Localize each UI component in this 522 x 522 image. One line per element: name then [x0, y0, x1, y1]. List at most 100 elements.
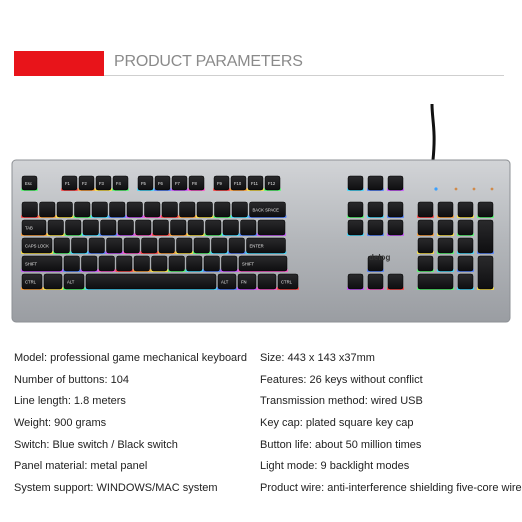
keyboard-key [43, 273, 63, 290]
svg-text:F4: F4 [116, 181, 122, 186]
svg-text:FN: FN [241, 280, 247, 285]
keyboard-key: F7 [171, 175, 188, 191]
keyboard-key [82, 219, 100, 236]
keyboard-key [152, 219, 170, 236]
svg-text:TAB: TAB [25, 226, 33, 231]
keyboard-key [417, 237, 434, 254]
keyboard-key [387, 219, 404, 236]
spec-line-length: Line length: 1.8 meters [14, 395, 126, 408]
keyboard-key: CTRL [277, 273, 299, 290]
keyboard-key [143, 201, 161, 218]
keyboard-key [140, 237, 158, 254]
spec-weight: Weight: 900 grams [14, 417, 107, 430]
keyboard-key [73, 201, 91, 218]
svg-text:ENTER: ENTER [250, 244, 264, 249]
spec-size: Size: 443 x 143 x37mm [260, 352, 375, 364]
led-indicator [434, 187, 438, 191]
header-divider [104, 75, 504, 76]
keyboard-key: ALT [63, 273, 85, 290]
keyboard-key [387, 175, 404, 191]
keyboard-key [38, 201, 56, 218]
spec-light-mode: Light mode: 9 backlight modes [260, 460, 410, 473]
keyboard-key [437, 201, 454, 218]
keyboard-key: SHIFT [21, 255, 63, 272]
keyboard-key [56, 201, 74, 218]
keyboard-key [347, 201, 364, 218]
usb-cable [430, 103, 436, 161]
keyboard-key [98, 255, 116, 272]
keyboard-key [134, 219, 152, 236]
keyboard-key [228, 237, 246, 254]
keyboard-key [477, 255, 494, 290]
keyboard-key [387, 201, 404, 218]
spec-button-life: Button life: about 50 million times [260, 438, 422, 451]
keyboard-key [417, 273, 454, 290]
keyboard-key [367, 175, 384, 191]
svg-text:F12: F12 [268, 181, 276, 186]
svg-text:F11: F11 [251, 181, 259, 186]
led-indicator [490, 187, 494, 191]
keyboard-key: ENTER [245, 237, 287, 254]
keyboard-key: F11 [247, 175, 264, 191]
keyboard-key [477, 201, 494, 218]
spec-transmission: Transmission method: wired USB [260, 395, 423, 408]
keyboard-key [417, 201, 434, 218]
keyboard-key [169, 219, 187, 236]
keyboard-key: F6 [154, 175, 171, 191]
spec-model: Model: professional game mechanical keyb… [14, 352, 247, 364]
keyboard-key [457, 237, 474, 254]
keyboard-key [257, 273, 277, 290]
keyboard-key: F1 [61, 175, 78, 191]
keyboard-key [117, 219, 135, 236]
keyboard-key: F2 [78, 175, 95, 191]
keyboard-key: FN [237, 273, 257, 290]
keyboard-key [437, 237, 454, 254]
svg-text:F8: F8 [192, 181, 198, 186]
keyboard-key [367, 273, 384, 290]
brand-logo: delog [369, 253, 390, 262]
spec-panel: Panel material: metal panel [14, 460, 148, 473]
keyboard-key [108, 201, 126, 218]
svg-text:F10: F10 [234, 181, 242, 186]
keyboard-key: F12 [264, 175, 281, 191]
keyboard-key [257, 219, 286, 236]
keyboard-key [70, 237, 88, 254]
svg-text:F5: F5 [141, 181, 147, 186]
keyboard-key [161, 201, 179, 218]
keyboard-key [53, 237, 71, 254]
page-title: PRODUCT PARAMETERS [114, 53, 303, 70]
keyboard-key [437, 255, 454, 272]
keyboard-key [47, 219, 65, 236]
keyboard-key [387, 273, 404, 290]
svg-text:SHIFT: SHIFT [25, 262, 38, 267]
keyboard-key [210, 237, 228, 254]
spec-buttons: Number of buttons: 104 [14, 373, 129, 386]
keyboard-key: F5 [137, 175, 154, 191]
keyboard-key [347, 273, 364, 290]
keyboard-key: CAPS LOCK [21, 237, 53, 254]
svg-text:F6: F6 [158, 181, 164, 186]
keyboard-key: ALT [217, 273, 237, 290]
keyboard-key [347, 219, 364, 236]
svg-text:ALT: ALT [221, 280, 229, 285]
keyboard-key: Esc [21, 175, 38, 191]
keyboard-key: TAB [21, 219, 47, 236]
keyboard-key [133, 255, 151, 272]
keyboard-key [417, 255, 434, 272]
keyboard-key [185, 255, 203, 272]
keyboard-key: BACK SPACE [248, 201, 287, 218]
keyboard-key [477, 219, 494, 254]
keyboard-key [193, 237, 211, 254]
keyboard-key: SHIFT [238, 255, 288, 272]
keyboard-key [437, 219, 454, 236]
keyboard-key [126, 201, 144, 218]
keyboard-key [204, 219, 222, 236]
keyboard-key [457, 201, 474, 218]
keyboard-key [196, 201, 214, 218]
keyboard-key [187, 219, 205, 236]
spec-system: System support: WINDOWS/MAC system [14, 482, 218, 495]
keyboard-key [457, 219, 474, 236]
keyboard-key [367, 219, 384, 236]
